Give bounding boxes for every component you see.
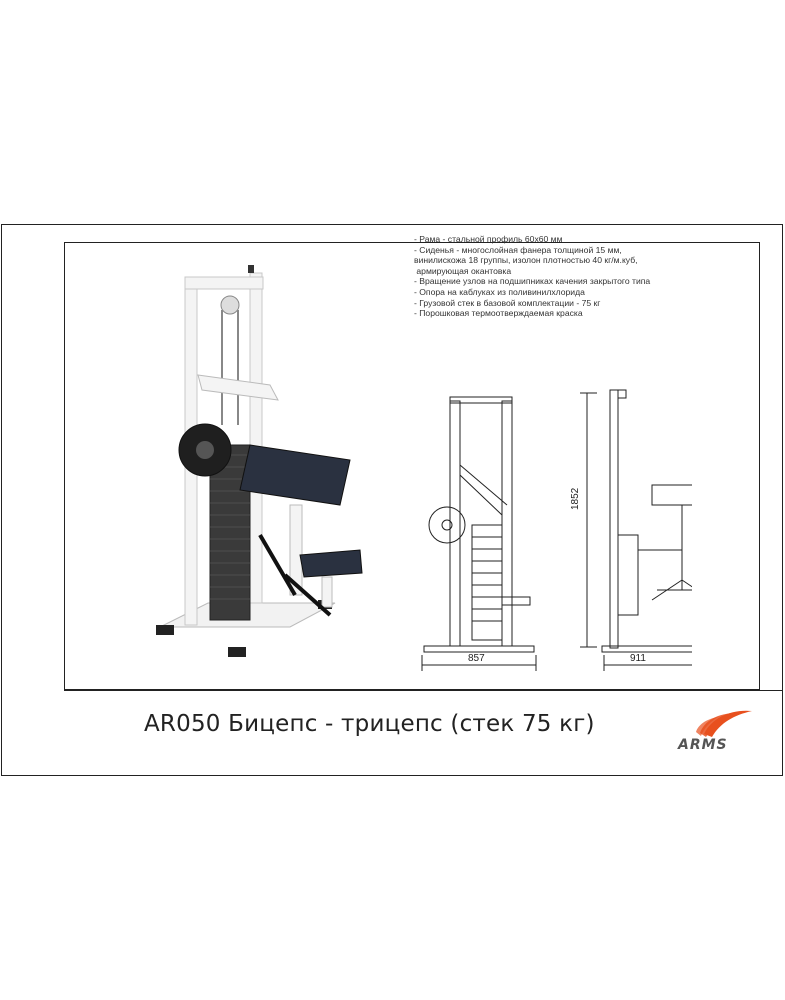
footer-divider: [64, 690, 783, 691]
foot-pad: [156, 625, 174, 635]
spec-sheet: 857 911 1852 - Рама - стальной профиль 6…: [1, 224, 783, 776]
side-width-label: 911: [630, 653, 646, 664]
spec-line: - Вращение узлов на подшипниках качения …: [414, 276, 651, 287]
height-label: 1852: [570, 487, 581, 510]
front-width-label: 857: [468, 653, 485, 664]
spec-line: армирующая окантовка: [414, 265, 512, 276]
spec-line: - Грузовой стек в базовой комплектации -…: [414, 297, 601, 308]
logo-text: ARMS: [678, 737, 728, 753]
arms-logo-icon: [696, 710, 752, 737]
product-title: AR050 Бицепс - трицепс (стек 75 кг): [144, 711, 595, 737]
spec-line: винилискожа 18 группы, изолон плотностью…: [414, 255, 638, 266]
spec-line: - Опора на каблуках из поливинилхлорида: [414, 286, 585, 297]
technical-drawing: [421, 389, 692, 671]
machine-render: [156, 265, 363, 657]
spec-list: - Рама - стальной профиль 60х60 мм - Сид…: [414, 234, 704, 319]
spec-line: - Порошковая термоотверждаемая краска: [414, 308, 583, 319]
content-frame: [64, 242, 760, 690]
spec-line: - Рама - стальной профиль 60х60 мм: [414, 234, 563, 244]
spec-line: - Сиденья - многослойная фанера толщиной…: [414, 244, 622, 255]
